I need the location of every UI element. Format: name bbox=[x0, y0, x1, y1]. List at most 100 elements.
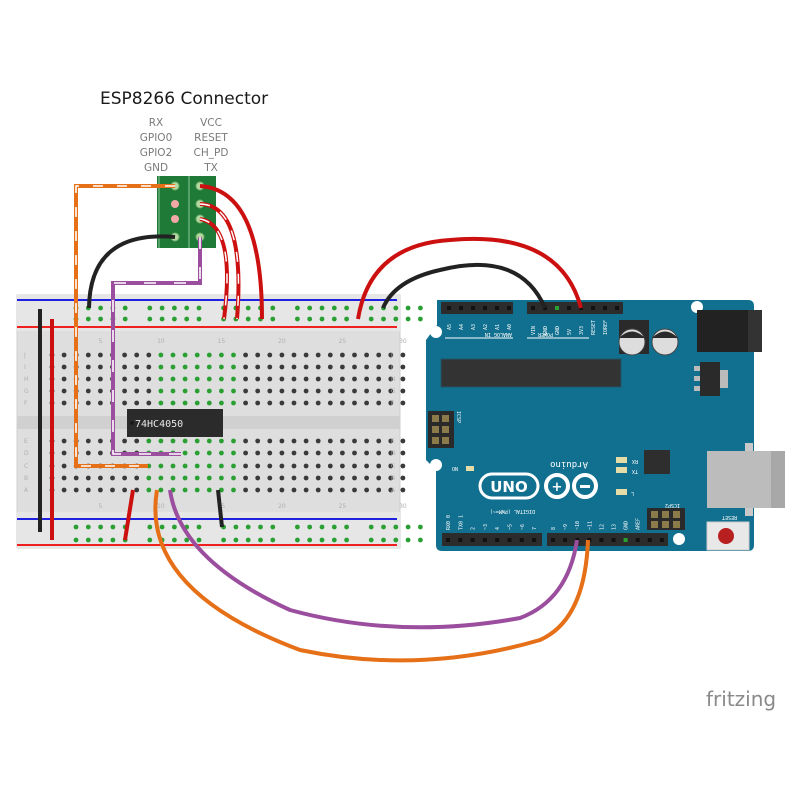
header-pin[interactable] bbox=[659, 538, 664, 542]
header-pin[interactable] bbox=[483, 306, 487, 310]
breadboard-hole bbox=[61, 450, 67, 456]
breadboard-hole bbox=[315, 487, 321, 493]
header-pin[interactable] bbox=[519, 538, 524, 542]
header-pin[interactable] bbox=[495, 306, 499, 310]
breadboard-hole bbox=[279, 364, 285, 370]
reset-button-cap[interactable] bbox=[718, 528, 734, 544]
breadboard-hole bbox=[184, 316, 190, 322]
header-pin[interactable] bbox=[635, 538, 640, 542]
breadboard-hole bbox=[255, 364, 261, 370]
wire-red-esp-vcc[interactable] bbox=[199, 184, 264, 320]
breadboard-hole bbox=[291, 364, 297, 370]
wire-orange-esp-rx[interactable] bbox=[74, 184, 175, 468]
breadboard-hole bbox=[400, 376, 406, 382]
header-pin[interactable] bbox=[531, 306, 535, 310]
breadboard-hole bbox=[279, 352, 285, 358]
breadboard-hole bbox=[291, 463, 297, 469]
header-pin[interactable] bbox=[470, 538, 475, 542]
header-pin[interactable] bbox=[615, 306, 619, 310]
breadboard-hole bbox=[146, 352, 152, 358]
column-number: 20 bbox=[278, 503, 286, 510]
header-pin[interactable] bbox=[599, 538, 604, 542]
breadboard: JJIIHHGGFFEEDDCCBBAA11551010151520202525… bbox=[16, 294, 423, 549]
breadboard-hole bbox=[279, 400, 285, 406]
arduino-pin-label: 2 bbox=[471, 527, 477, 530]
header-pin[interactable] bbox=[482, 538, 487, 542]
breadboard-hole bbox=[340, 438, 345, 444]
power-header bbox=[527, 302, 623, 314]
arduino-pin-label: ~9 bbox=[563, 524, 569, 530]
header-pins bbox=[446, 306, 664, 542]
breadboard-hole bbox=[388, 487, 394, 493]
breadboard-hole bbox=[327, 450, 333, 456]
breadboard-hole bbox=[376, 487, 382, 493]
breadboard-hole bbox=[98, 487, 103, 493]
header-pin[interactable] bbox=[611, 538, 616, 542]
breadboard-hole bbox=[364, 376, 369, 382]
header-pin[interactable] bbox=[567, 306, 571, 310]
header-pin[interactable] bbox=[623, 538, 628, 542]
header-pin[interactable] bbox=[551, 538, 555, 542]
breadboard-hole bbox=[388, 450, 394, 456]
arduino-pin-label: 5V bbox=[567, 329, 573, 335]
wire-black-arduino-gnd[interactable] bbox=[381, 262, 547, 309]
wire-black-chip-gnd[interactable] bbox=[216, 489, 224, 528]
arduino-pin-label: RX0 0 bbox=[446, 515, 452, 530]
breadboard-hole bbox=[219, 388, 224, 394]
breadboard-hole bbox=[182, 400, 188, 406]
breadboard-hole bbox=[344, 316, 349, 322]
wire-red-esp-reset[interactable] bbox=[199, 202, 241, 320]
header-pin[interactable] bbox=[575, 538, 580, 542]
header-pin[interactable] bbox=[563, 538, 568, 542]
breadboard-hole bbox=[122, 487, 127, 493]
header-pin[interactable] bbox=[495, 538, 500, 542]
breadboard-hole bbox=[61, 475, 67, 481]
header-pin[interactable] bbox=[555, 306, 559, 310]
header-pin[interactable] bbox=[446, 538, 450, 542]
pin-gpio0 bbox=[171, 200, 179, 208]
arduino-pin-label: ~11 bbox=[587, 521, 593, 530]
usb-port-end bbox=[771, 451, 785, 508]
breadboard-hole bbox=[307, 316, 313, 322]
header-pin[interactable] bbox=[459, 306, 463, 310]
breadboard-hole bbox=[243, 475, 249, 481]
reset-button[interactable]: RESET bbox=[706, 514, 750, 551]
header-pin[interactable] bbox=[507, 306, 511, 310]
breadboard-hole bbox=[388, 376, 394, 382]
breadboard-hole bbox=[182, 376, 188, 382]
wire-purple-arduino-10[interactable] bbox=[168, 489, 579, 630]
header-pin[interactable] bbox=[471, 306, 475, 310]
wire-red-esp-ch-pd[interactable] bbox=[199, 217, 229, 320]
header-pin[interactable] bbox=[532, 538, 537, 542]
header-pin[interactable] bbox=[458, 538, 463, 542]
header-pin[interactable] bbox=[507, 538, 512, 542]
row-label: I bbox=[391, 364, 393, 371]
icsp-pin bbox=[432, 415, 439, 422]
wire-black-esp-gnd[interactable] bbox=[87, 234, 176, 309]
mount-hole bbox=[430, 326, 442, 338]
breadboard-hole bbox=[364, 475, 369, 481]
breadboard-hole bbox=[219, 352, 224, 358]
wire-red-arduino-3v3[interactable] bbox=[356, 236, 583, 320]
breadboard-hole bbox=[303, 352, 309, 358]
header-pin[interactable] bbox=[587, 538, 592, 542]
breadboard-hole bbox=[73, 524, 79, 530]
breadboard-hole bbox=[245, 305, 251, 311]
arduino-pin-label: 13 bbox=[612, 524, 618, 530]
header-pin[interactable] bbox=[647, 538, 652, 542]
breadboard-hole bbox=[184, 305, 190, 311]
header-pin[interactable] bbox=[603, 306, 607, 310]
wire-purple-esp-tx[interactable] bbox=[111, 237, 202, 456]
wire-orange-arduino-11[interactable] bbox=[153, 489, 590, 663]
breadboard-hole bbox=[340, 475, 345, 481]
analog-in-label: ANALOG IN bbox=[485, 331, 512, 337]
breadboard-hole bbox=[159, 316, 165, 322]
breadboard-hole bbox=[194, 463, 200, 469]
breadboard-hole bbox=[267, 463, 273, 469]
breadboard-hole bbox=[405, 524, 411, 530]
wire-red-chip-vcc[interactable] bbox=[123, 489, 135, 541]
header-pin[interactable] bbox=[591, 306, 595, 310]
breadboard-hole bbox=[85, 400, 91, 406]
header-pin[interactable] bbox=[447, 306, 451, 310]
